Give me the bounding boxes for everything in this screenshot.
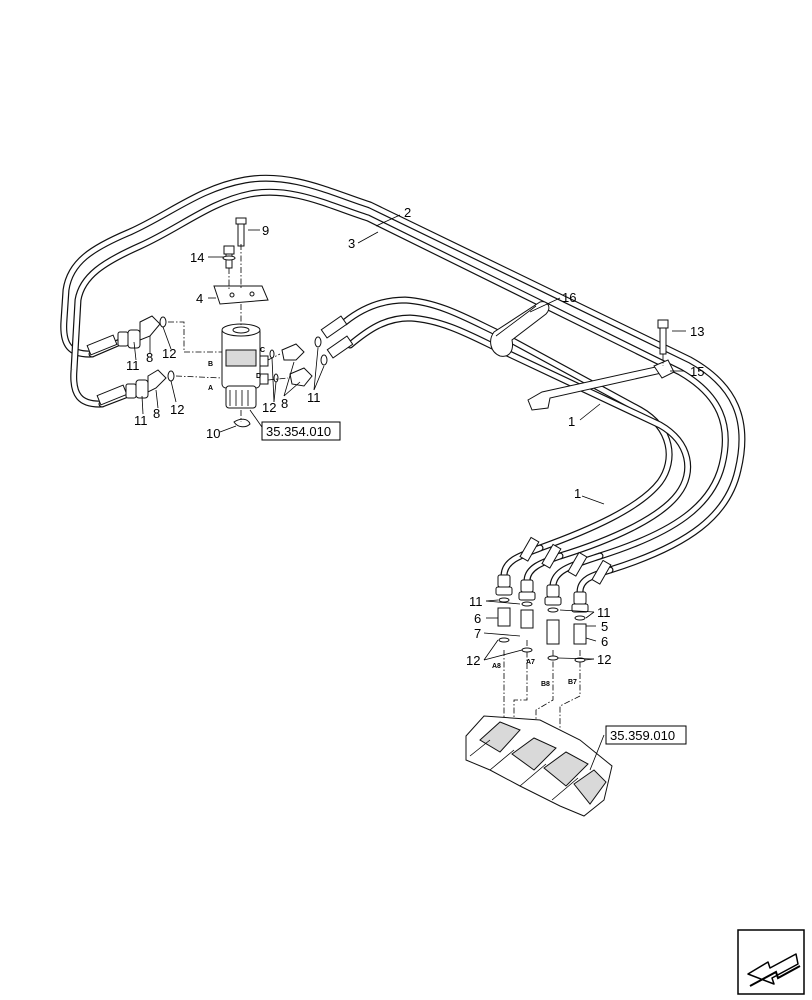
port-c: C — [260, 347, 265, 354]
reference-35-354-010[interactable]: 35.354.010 — [266, 424, 331, 439]
reference-box-2[interactable]: 35.359.010 — [605, 725, 687, 745]
reference-35-359-010[interactable]: 35.359.010 — [610, 728, 675, 743]
callout-1-lower: 1 — [574, 486, 581, 501]
callout-13: 13 — [690, 324, 704, 339]
valve-right-fittings — [269, 336, 328, 387]
bolt-14 — [222, 245, 236, 269]
callout-6-b: 6 — [601, 634, 608, 649]
callout-16: 16 — [562, 290, 576, 305]
callout-12-a: 12 — [162, 346, 176, 361]
port-a8: A8 — [492, 663, 501, 670]
diverter-valve — [221, 323, 269, 409]
callout-8-a: 8 — [146, 350, 153, 365]
callout-11-e: 11 — [597, 605, 611, 620]
callout-1-upper: 1 — [568, 414, 575, 429]
port-a: A — [208, 385, 213, 392]
callout-12-e: 12 — [597, 652, 611, 667]
callout-4: 4 — [196, 291, 203, 306]
pin-10 — [233, 418, 251, 428]
port-b7: B7 — [568, 679, 577, 686]
port-a7: A7 — [526, 659, 535, 666]
callout-11-a: 11 — [126, 358, 140, 373]
port-labels: B A C D A8 A7 B8 B7 — [208, 347, 577, 688]
callout-3: 3 — [348, 236, 355, 251]
bracket-4 — [213, 285, 269, 305]
callout-12-c: 12 — [262, 400, 276, 415]
callout-11-b: 11 — [134, 413, 148, 428]
callout-6-a: 6 — [474, 611, 481, 626]
callout-9: 9 — [262, 223, 269, 238]
port-d: D — [256, 373, 261, 380]
lower-fittings — [495, 574, 589, 663]
port-b: B — [208, 361, 213, 368]
callout-8-b: 8 — [153, 406, 160, 421]
callout-5: 5 — [601, 619, 608, 634]
back-arrow-icon[interactable] — [737, 929, 805, 995]
callouts: 2 3 9 14 4 16 13 15 1 1 11 8 12 11 8 12 … — [126, 205, 704, 668]
hose-ferrules — [86, 315, 612, 585]
callout-8-c: 8 — [281, 396, 288, 411]
callout-14: 14 — [190, 250, 204, 265]
bolt-9 — [235, 217, 247, 247]
callout-7: 7 — [474, 626, 481, 641]
callout-11-d: 11 — [469, 594, 483, 609]
leaders — [133, 214, 686, 771]
callout-15: 15 — [690, 364, 704, 379]
callout-10: 10 — [206, 426, 220, 441]
callout-2: 2 — [404, 205, 411, 220]
hoses — [60, 174, 746, 596]
port-b8: B8 — [541, 681, 550, 688]
callout-12-d: 12 — [466, 653, 480, 668]
bolt-13 — [657, 319, 669, 366]
callout-12-b: 12 — [170, 402, 184, 417]
reference-box-1[interactable]: 35.354.010 — [261, 421, 341, 441]
callout-11-c: 11 — [307, 390, 321, 405]
control-valve-block — [465, 715, 613, 817]
bracket-15 — [527, 359, 675, 411]
